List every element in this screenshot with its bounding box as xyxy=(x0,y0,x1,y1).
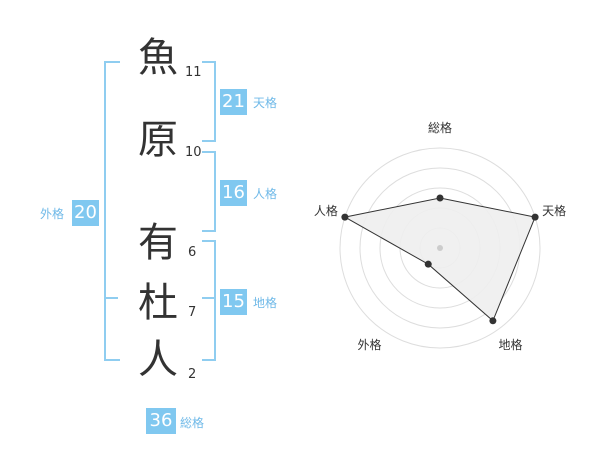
name-char-5: 人 xyxy=(138,337,178,383)
name-char-2: 原 xyxy=(138,117,178,163)
name-char-1: 魚 xyxy=(138,35,178,81)
tenkaku-label: 天格 xyxy=(253,96,278,110)
radar-axis-label-3: 地格 xyxy=(499,337,523,352)
radar-axis-label-1: 総格 xyxy=(428,120,452,135)
gaikaku-bracket-tick xyxy=(104,297,118,299)
tenkaku-bracket xyxy=(202,61,216,142)
stroke-count-1: 11 xyxy=(185,65,202,80)
gaikaku-value-badge: 20 xyxy=(72,200,99,226)
radar-axis-label-5: 人格 xyxy=(314,203,338,218)
radar-point-4 xyxy=(424,260,432,268)
radar-grid-ring xyxy=(339,147,541,349)
radar-axis-label-2: 天格 xyxy=(542,203,566,218)
name-char-3: 有 xyxy=(138,220,178,266)
gaikaku-bracket xyxy=(104,61,120,361)
radar-value-area xyxy=(343,197,536,322)
stroke-count-4: 7 xyxy=(188,305,197,320)
radar-point-5 xyxy=(341,213,349,221)
radar-point-2 xyxy=(531,213,539,221)
name-char-4: 杜 xyxy=(138,280,178,326)
jinkaku-value-badge: 16 xyxy=(220,180,247,206)
jinkaku-label: 人格 xyxy=(253,187,278,201)
stroke-count-5: 2 xyxy=(188,367,197,382)
stroke-count-2: 10 xyxy=(185,145,202,160)
chikaku-bracket xyxy=(202,240,216,361)
soukaku-label: 総格 xyxy=(180,416,205,430)
radar-center-dot xyxy=(437,245,443,251)
jinkaku-bracket xyxy=(202,151,216,232)
soukaku-value-badge: 36 xyxy=(146,408,176,434)
radar-point-3 xyxy=(489,317,497,325)
radar-point-1 xyxy=(436,194,444,202)
chikaku-bracket-tick xyxy=(202,297,216,299)
gaikaku-label: 外格 xyxy=(40,207,65,221)
chikaku-value-badge: 15 xyxy=(220,289,247,315)
radar-axis-label-4: 外格 xyxy=(357,337,381,352)
chikaku-label: 地格 xyxy=(253,296,278,310)
stroke-count-3: 6 xyxy=(188,245,197,260)
tenkaku-value-badge: 21 xyxy=(220,89,247,115)
